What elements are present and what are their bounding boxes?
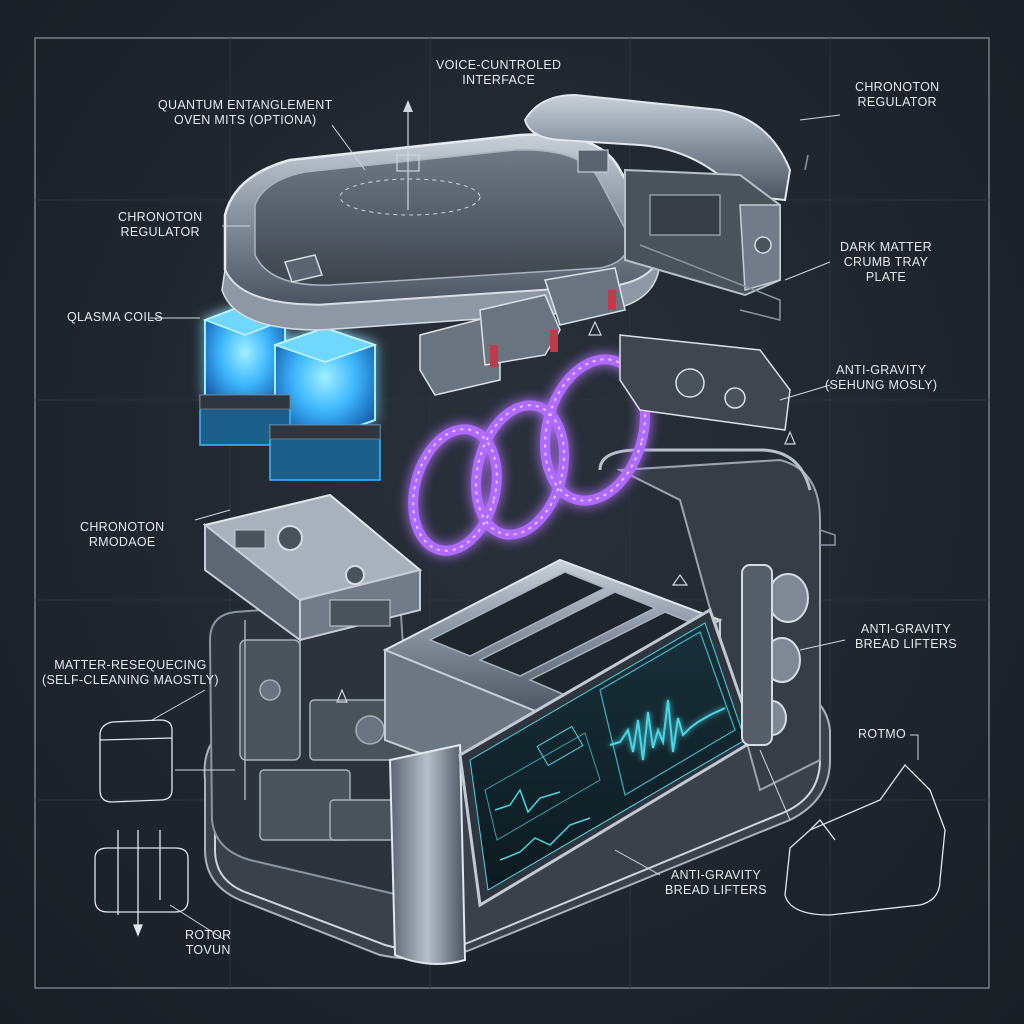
leader-lines — [150, 114, 919, 941]
outline-sketch-rotor — [94, 830, 189, 937]
label-rotmo: ROTMO — [858, 727, 907, 741]
side-bracket — [639, 154, 836, 546]
plasma-rings — [408, 354, 650, 556]
control-knobs — [741, 564, 809, 746]
label-plasma-coils: QLASMA COILS — [67, 310, 163, 324]
control-screen — [458, 607, 757, 908]
front-pillar — [388, 743, 467, 965]
chronoton-module — [202, 493, 423, 642]
waveform — [609, 699, 726, 761]
marker-symbols — [336, 320, 796, 703]
floating-components — [419, 267, 791, 431]
outline-sketch-tray — [784, 763, 946, 916]
label-anti-gravity-mid: ANTI-GRAVITY(SEHUNG MOSLY) — [825, 363, 938, 392]
plasma-coils — [199, 303, 381, 481]
label-matter-resequencing: MATTER-RESEQUECING(SELF-CLEANING MAOSTLY… — [42, 658, 219, 687]
outline-sketch-box — [99, 719, 173, 803]
blueprint-frame — [34, 37, 990, 989]
chronoton-regulator-unit — [523, 93, 792, 297]
